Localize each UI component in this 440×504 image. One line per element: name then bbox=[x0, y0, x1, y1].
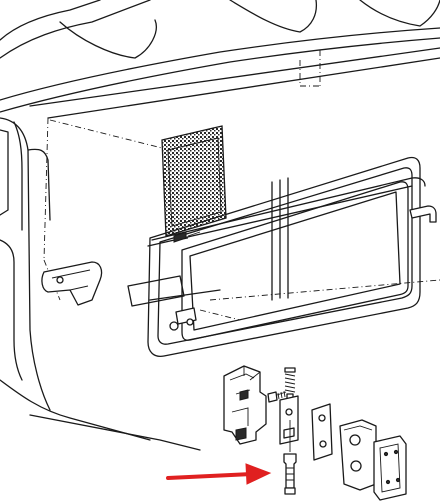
cover-plate bbox=[373, 435, 407, 501]
window-opening-dashed bbox=[43, 50, 321, 301]
van-body bbox=[0, 0, 440, 451]
roof-edge-2 bbox=[0, 37, 440, 113]
lower-rail bbox=[127, 275, 185, 307]
roof-ridge-2 bbox=[229, 0, 318, 33]
lower-rail-2 bbox=[149, 289, 221, 301]
hinge-plate-2 bbox=[311, 403, 333, 461]
screw bbox=[267, 390, 287, 403]
b-pillar-inner bbox=[13, 121, 23, 231]
hinge-pin bbox=[283, 420, 297, 495]
window-opening bbox=[47, 57, 440, 119]
roof-ridge-3 bbox=[359, 0, 440, 27]
glass-panel-inner bbox=[189, 191, 401, 331]
leader-line-catch bbox=[199, 309, 241, 321]
glass-panel-outer bbox=[181, 181, 409, 341]
body-lower-line bbox=[0, 379, 151, 441]
leader-line-upper bbox=[49, 119, 171, 151]
frame-inner bbox=[157, 167, 413, 345]
roof-rail-front-lower bbox=[0, 0, 151, 59]
frame-outer bbox=[147, 156, 421, 358]
insect-screen bbox=[161, 125, 227, 237]
roof-ridge-1 bbox=[59, 19, 157, 59]
hinge-bracket bbox=[223, 365, 267, 445]
hinge-assembly bbox=[223, 365, 407, 501]
body-sill bbox=[29, 414, 201, 451]
hinge-plate-1 bbox=[279, 395, 299, 445]
front-door-window bbox=[0, 129, 9, 216]
roof-edge bbox=[0, 27, 440, 101]
arrow-right-icon bbox=[166, 463, 272, 485]
door-gap bbox=[27, 148, 51, 221]
center-divider bbox=[271, 177, 289, 301]
window-opening-upper bbox=[29, 47, 440, 107]
roof-rail-front bbox=[0, 0, 101, 41]
latch-bar bbox=[409, 205, 437, 223]
door-handle bbox=[41, 261, 103, 306]
door-edge bbox=[0, 239, 23, 381]
bushing-block bbox=[339, 419, 377, 491]
upper-rail bbox=[151, 177, 426, 241]
sliding-window-frame bbox=[127, 156, 437, 358]
